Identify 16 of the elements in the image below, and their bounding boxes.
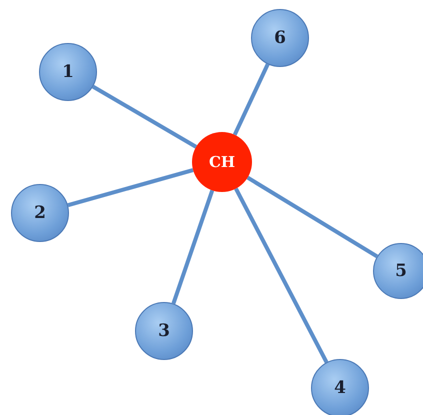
node-label: 1 [62, 62, 74, 82]
cluster-head-circle [192, 132, 252, 192]
connector-line [232, 63, 270, 136]
node-label: CH [208, 153, 236, 171]
connector-line [246, 176, 378, 258]
node-label: 3 [158, 321, 170, 341]
node-label: 2 [34, 203, 46, 223]
connector-line [67, 168, 194, 208]
connector-line [172, 190, 214, 304]
node-circle [311, 359, 369, 415]
node-label: 6 [274, 28, 286, 48]
node-label: 4 [334, 378, 346, 398]
connector-line [234, 188, 328, 364]
node-circle [373, 243, 423, 299]
node-label: 5 [395, 261, 407, 281]
connector-line [92, 84, 198, 149]
